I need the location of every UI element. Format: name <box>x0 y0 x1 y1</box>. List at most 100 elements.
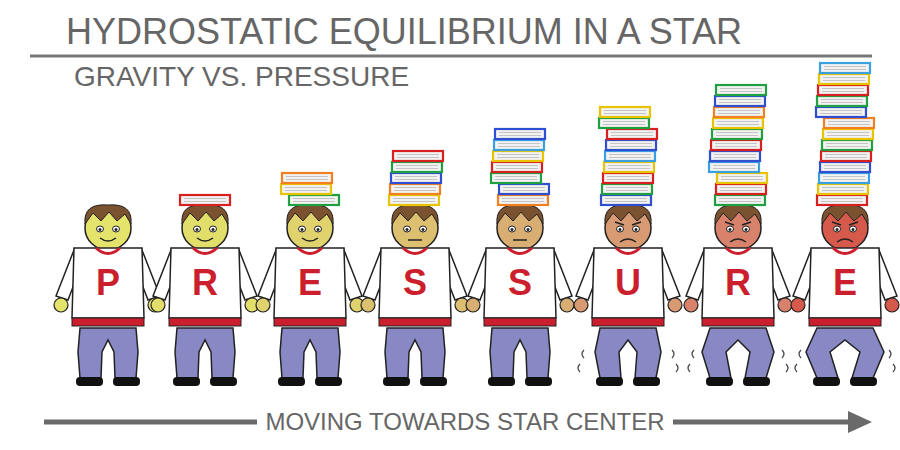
eye <box>315 226 322 232</box>
pupil <box>527 228 530 231</box>
book-cover <box>712 129 762 139</box>
book-cover <box>824 118 874 128</box>
book-pages <box>820 111 862 114</box>
book <box>818 85 868 95</box>
shirt-waistband <box>72 318 144 326</box>
shirt-body <box>379 248 451 318</box>
hair <box>182 205 228 224</box>
mouth <box>408 239 422 241</box>
book-pages <box>823 78 865 81</box>
direction-arrowhead <box>848 411 872 433</box>
mouth <box>100 238 116 241</box>
book-pages <box>720 188 762 191</box>
book-cover <box>491 173 541 183</box>
shirt-body <box>592 248 664 318</box>
shirt-letter: S <box>508 265 532 301</box>
book <box>817 96 867 106</box>
shirt-body <box>484 248 556 318</box>
book-pages <box>609 155 651 158</box>
shake-mark <box>688 350 694 372</box>
shirt: S <box>482 246 558 330</box>
shirt-waistband <box>379 318 451 326</box>
book <box>819 74 869 84</box>
book <box>390 184 440 194</box>
book <box>604 162 654 172</box>
book-cover <box>817 96 867 106</box>
book-pages <box>719 100 761 103</box>
eye <box>850 226 857 232</box>
eye <box>210 226 217 232</box>
mouth <box>513 239 527 241</box>
book-cover <box>492 162 542 172</box>
shirt-body <box>274 248 346 318</box>
shirt-letter: E <box>298 265 322 301</box>
shake-mark <box>672 350 678 372</box>
shoe <box>488 377 515 386</box>
hair <box>822 205 868 224</box>
book <box>389 195 439 205</box>
book-pages <box>607 177 649 180</box>
book <box>820 162 870 172</box>
book-cover <box>816 107 866 117</box>
person-figure <box>256 173 364 386</box>
book-cover <box>499 184 549 194</box>
book <box>493 151 543 161</box>
book-pages <box>393 199 435 202</box>
hair <box>85 205 131 224</box>
book-pages <box>821 100 863 103</box>
shirt: R <box>167 246 243 330</box>
shake-mark <box>578 350 584 372</box>
shoe <box>76 377 103 386</box>
person-figure <box>151 195 259 386</box>
book-cover <box>604 162 654 172</box>
person-figure <box>361 151 469 386</box>
book <box>817 195 867 205</box>
pupil <box>406 228 409 231</box>
shirt: P <box>70 246 146 330</box>
trousers <box>175 328 235 378</box>
hand <box>54 298 68 312</box>
pupil <box>99 228 102 231</box>
book-cover <box>817 195 867 205</box>
hand <box>256 298 270 312</box>
book-cover <box>495 129 545 139</box>
book-pages <box>606 188 648 191</box>
book-cover <box>823 129 873 139</box>
book-pages <box>718 111 760 114</box>
pupil <box>301 228 304 231</box>
book-pages <box>714 155 756 158</box>
hair <box>497 205 543 224</box>
book-cover <box>498 195 548 205</box>
book <box>180 195 230 205</box>
brow <box>832 222 858 225</box>
book-cover <box>821 151 871 161</box>
book-pages <box>397 155 439 158</box>
eye <box>727 226 734 232</box>
shirt: E <box>807 246 883 330</box>
book <box>716 184 766 194</box>
eye <box>834 226 841 232</box>
pupil <box>852 228 855 231</box>
book-pages <box>293 199 335 202</box>
book-pages <box>721 177 763 180</box>
book-cover <box>180 195 230 205</box>
shoe <box>173 377 200 386</box>
book-cover <box>493 151 543 161</box>
book-cover <box>389 195 439 205</box>
book <box>821 151 871 161</box>
subtitle: GRAVITY VS. PRESSURE <box>66 62 417 93</box>
book-pages <box>720 89 762 92</box>
hair <box>287 205 333 224</box>
hand <box>791 298 805 312</box>
pupil <box>619 228 622 231</box>
book-cover <box>494 140 544 150</box>
pupil <box>317 228 320 231</box>
book-pages <box>498 144 540 147</box>
hair <box>605 205 651 224</box>
book <box>823 129 873 139</box>
hand <box>560 298 574 312</box>
trousers <box>280 328 340 378</box>
pupil <box>511 228 514 231</box>
book-pages <box>286 177 328 180</box>
book-pages <box>719 199 761 202</box>
